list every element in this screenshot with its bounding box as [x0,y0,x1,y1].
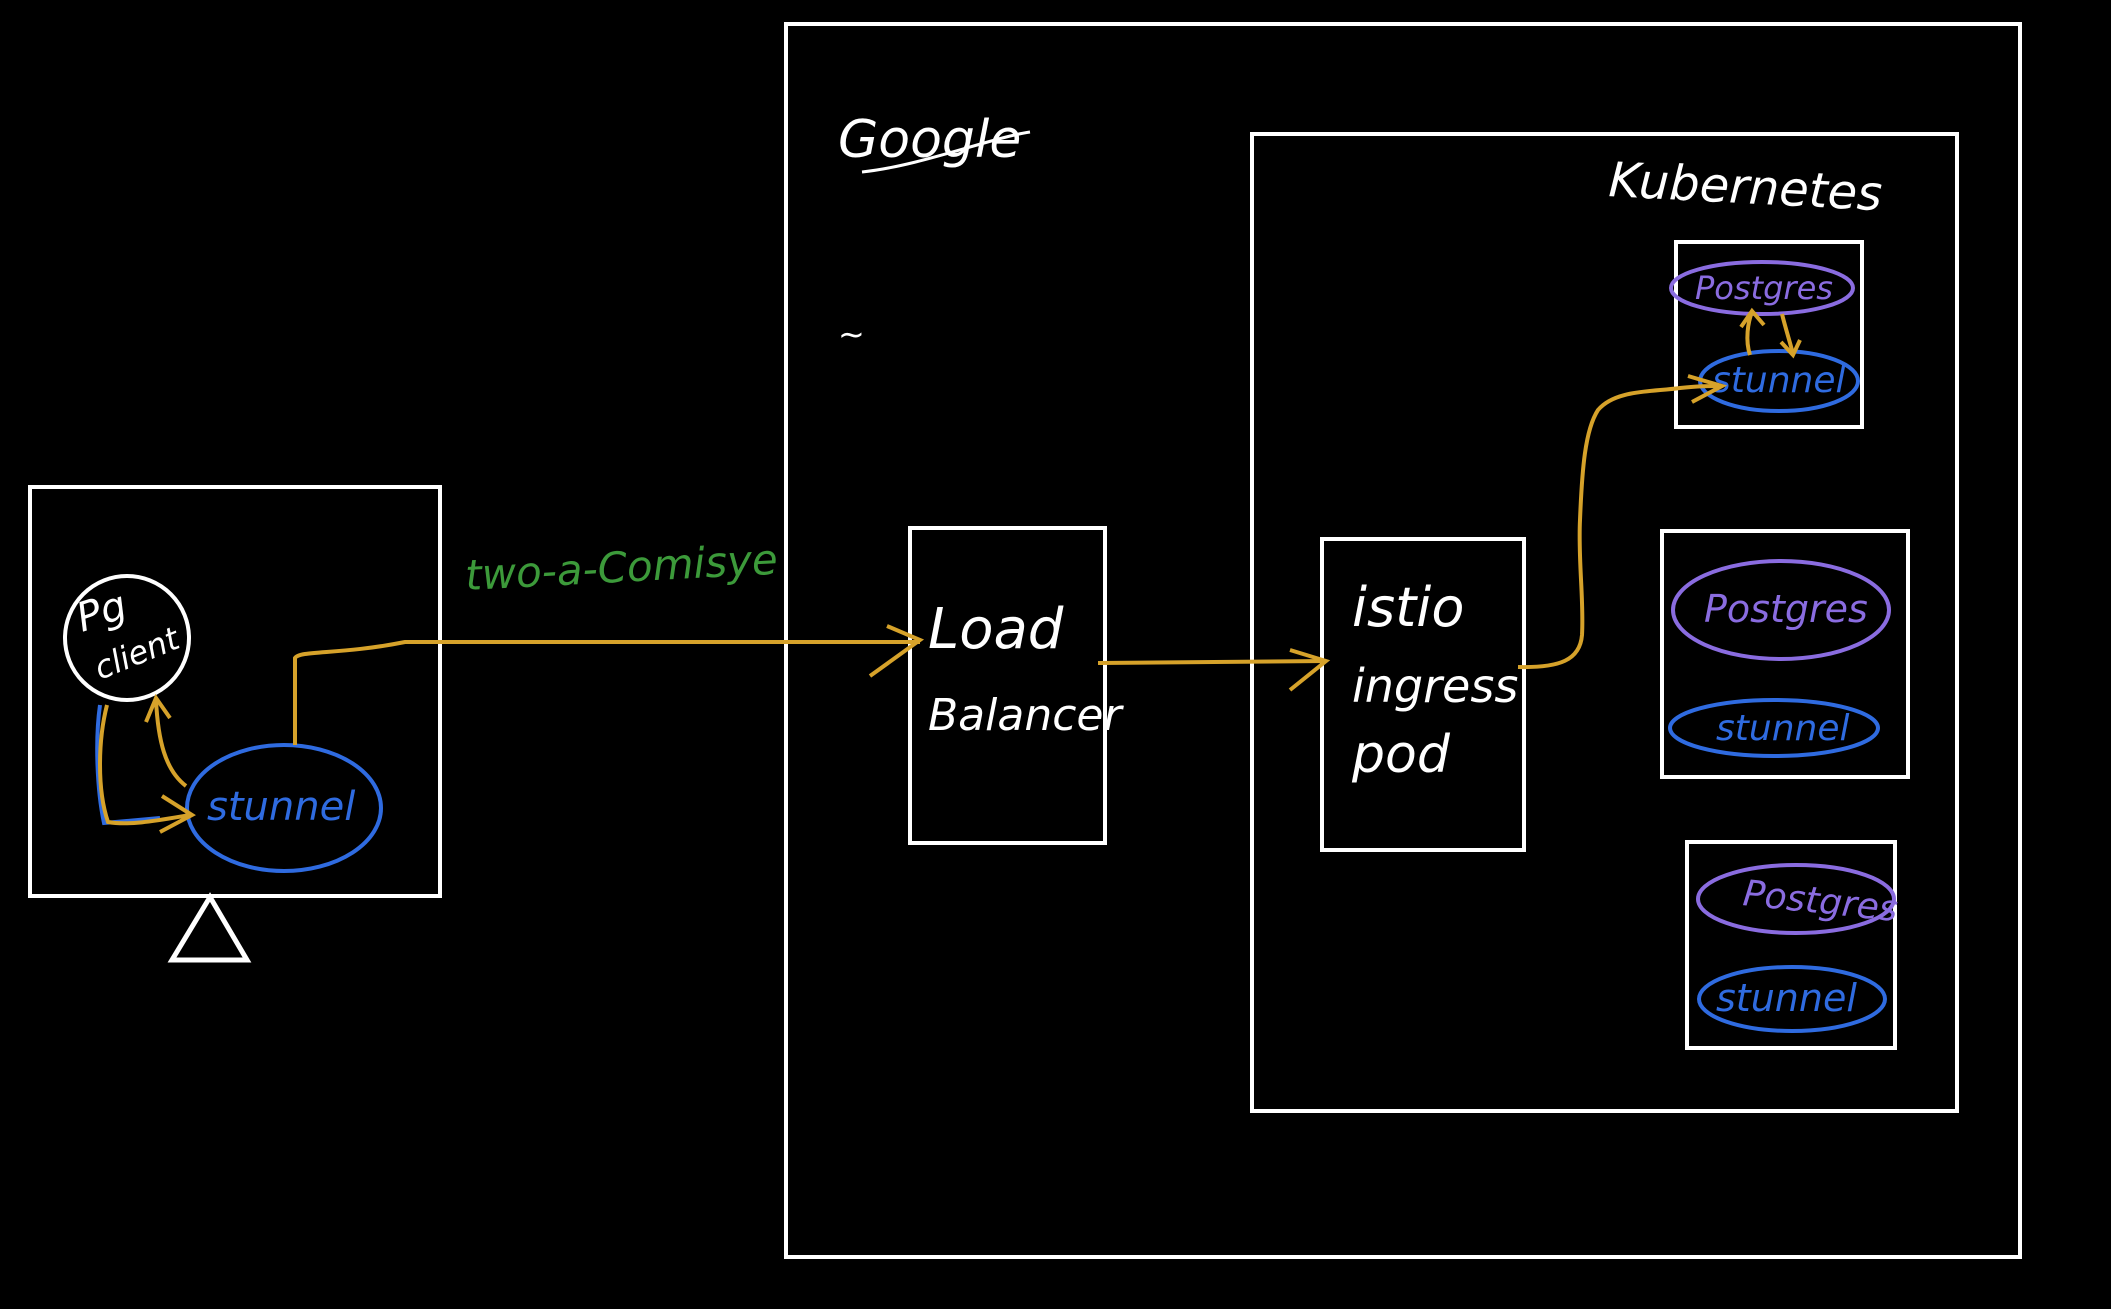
load-balancer-label-line2: Balancer [928,690,1124,741]
google-cloud: Google ~ Load Balancer Kubernetes istio … [784,22,2022,1259]
google-tilde: ~ [838,315,865,353]
postgres-to-stunnel-arrow [1780,313,1795,355]
google-title-underline [861,130,1031,174]
stunnel-ellipse [1697,965,1887,1033]
stunnel-label: stunnel [1712,360,1845,401]
postgres-pod-2: Postgres stunnel [1660,529,1910,779]
istio-ingress-box [1320,537,1526,852]
kubernetes-box [1250,132,1959,1113]
postgres-pod-3: Postgres stunnel [1685,840,1900,1050]
postgres-label: Postgres [1741,873,1900,930]
stunnel-to-client-arrow [154,699,188,788]
load-balancer-to-ingress-arrowhead [1288,648,1331,692]
ingress-to-pod-stunnel-arrowhead [1687,374,1728,404]
kubernetes-cluster: Kubernetes istio ingress pod Postgres st… [1250,132,1959,1113]
pod-box [1685,840,1897,1050]
ingress-to-pod-stunnel-arrow [1517,384,1723,670]
client-box [28,485,442,898]
postgres-pod-1: Postgres stunnel [1669,240,1864,429]
client-stunnel-ellipse [185,743,383,873]
istio-ingress-label-line2: ingress [1352,659,1518,713]
client-to-stunnel-arrowhead [159,794,196,834]
stunnel-label: stunnel [1716,708,1849,749]
traffic-flow [293,374,1728,745]
pg-client-circle [63,574,191,702]
load-balancer-box [908,526,1107,845]
postgres-ellipse [1671,559,1891,661]
stunnel-to-load-balancer-arrow [293,640,920,745]
connection-label: two-a-Comisye [464,535,779,600]
triangle-icon [167,892,252,963]
load-balancer-to-ingress-arrow [1097,659,1327,665]
postgres-label: Postgres [1704,587,1868,631]
kubernetes-title: Kubernetes [1607,152,1883,222]
stunnel-ellipse [1668,698,1880,758]
istio-ingress-label-line3: pod [1351,725,1451,785]
load-balancer-label-line1: Load [928,597,1064,662]
client-machine: Pg client stunnel [28,485,442,963]
postgres-label: Postgres [1695,269,1833,307]
client-blue-loop-line [95,704,161,826]
stunnel-to-load-balancer-arrowhead [868,624,925,678]
stunnel-to-client-arrowhead [144,693,172,723]
postgres-ellipse [1669,260,1855,316]
pg-client-label-line1: Pg [71,582,132,641]
client-to-stunnel-arrow [98,704,191,826]
pod-box [1674,240,1864,429]
client-stunnel-label: stunnel [207,784,355,830]
postgres-to-stunnel-arrowhead [1779,339,1802,359]
stunnel-to-postgres-arrowhead [1739,307,1766,329]
pod-box [1660,529,1910,779]
istio-ingress-label-line1: istio [1352,576,1464,639]
postgres-ellipse [1696,863,1896,935]
stunnel-label: stunnel [1716,976,1857,1020]
